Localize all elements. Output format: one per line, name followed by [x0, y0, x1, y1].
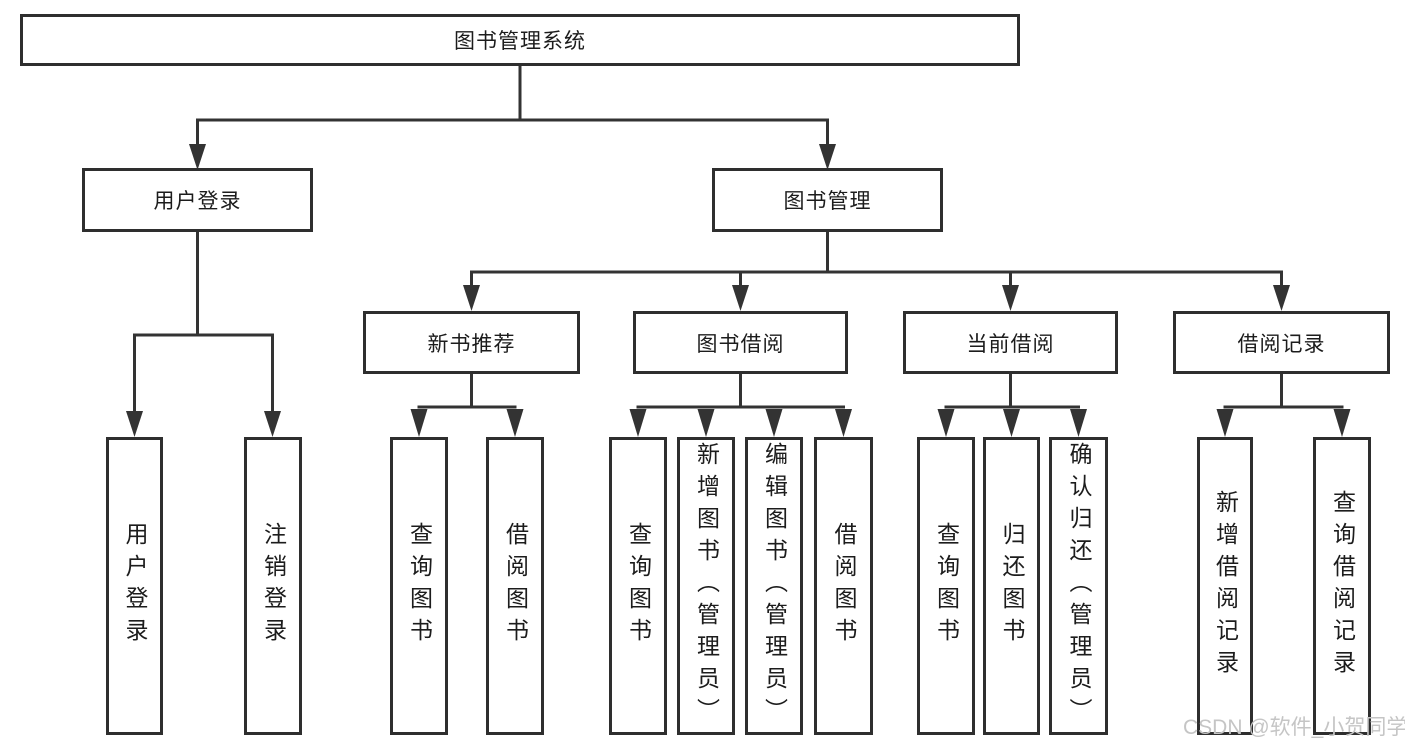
- leaf-records-add-label: 新增借阅记录: [1212, 490, 1239, 682]
- leaf-records-query-label: 查询借阅记录: [1329, 490, 1356, 682]
- node-borrow-records-label: 借阅记录: [1237, 332, 1326, 356]
- leaf-borrow-add-admin-label: 新增图书（管理员）: [693, 442, 720, 730]
- node-new-book-recommend: 新书推荐: [363, 311, 580, 374]
- leaf-borrow-query: 查询图书: [609, 437, 667, 735]
- leaf-logout: 注销登录: [244, 437, 302, 735]
- leaf-newbook-query-label: 查询图书: [406, 522, 433, 650]
- node-book-management: 图书管理: [712, 168, 943, 232]
- leaf-borrow-borrow-label: 借阅图书: [831, 522, 857, 650]
- leaf-current-confirm-admin-label: 确认归还（管理员）: [1066, 442, 1092, 730]
- leaf-current-return: 归还图书: [983, 437, 1040, 735]
- leaf-current-query: 查询图书: [917, 437, 975, 735]
- leaf-borrow-query-label: 查询图书: [625, 522, 652, 650]
- node-current-borrow-label: 当前借阅: [966, 332, 1055, 356]
- leaf-newbook-borrow: 借阅图书: [486, 437, 544, 735]
- node-borrow-records: 借阅记录: [1173, 311, 1390, 374]
- node-root-label: 图书管理系统: [454, 30, 586, 53]
- leaf-current-query-label: 查询图书: [933, 522, 960, 650]
- leaf-records-add: 新增借阅记录: [1197, 437, 1253, 735]
- leaf-newbook-borrow-label: 借阅图书: [502, 522, 529, 650]
- node-book-borrow-label: 图书借阅: [696, 332, 785, 356]
- leaf-borrow-edit-admin-label: 编辑图书（管理员）: [761, 442, 788, 730]
- leaf-logout-label: 注销登录: [260, 522, 287, 650]
- leaf-user-login-label: 用户登录: [122, 522, 148, 650]
- leaf-records-query: 查询借阅记录: [1313, 437, 1371, 735]
- node-book-management-label: 图书管理: [783, 190, 872, 213]
- node-current-borrow: 当前借阅: [903, 311, 1118, 374]
- leaf-current-confirm-admin: 确认归还（管理员）: [1049, 437, 1108, 735]
- leaf-borrow-add-admin: 新增图书（管理员）: [677, 437, 735, 735]
- leaf-borrow-borrow: 借阅图书: [814, 437, 873, 735]
- leaf-user-login: 用户登录: [106, 437, 163, 735]
- node-user-login: 用户登录: [82, 168, 313, 232]
- leaf-borrow-edit-admin: 编辑图书（管理员）: [745, 437, 803, 735]
- node-root: 图书管理系统: [20, 14, 1020, 66]
- node-book-borrow: 图书借阅: [633, 311, 848, 374]
- leaf-newbook-query: 查询图书: [390, 437, 448, 735]
- node-new-book-recommend-label: 新书推荐: [427, 332, 516, 356]
- leaf-current-return-label: 归还图书: [999, 522, 1025, 650]
- csdn-watermark: CSDN @软件_小贺同学: [1183, 716, 1405, 739]
- node-user-login-label: 用户登录: [153, 190, 242, 213]
